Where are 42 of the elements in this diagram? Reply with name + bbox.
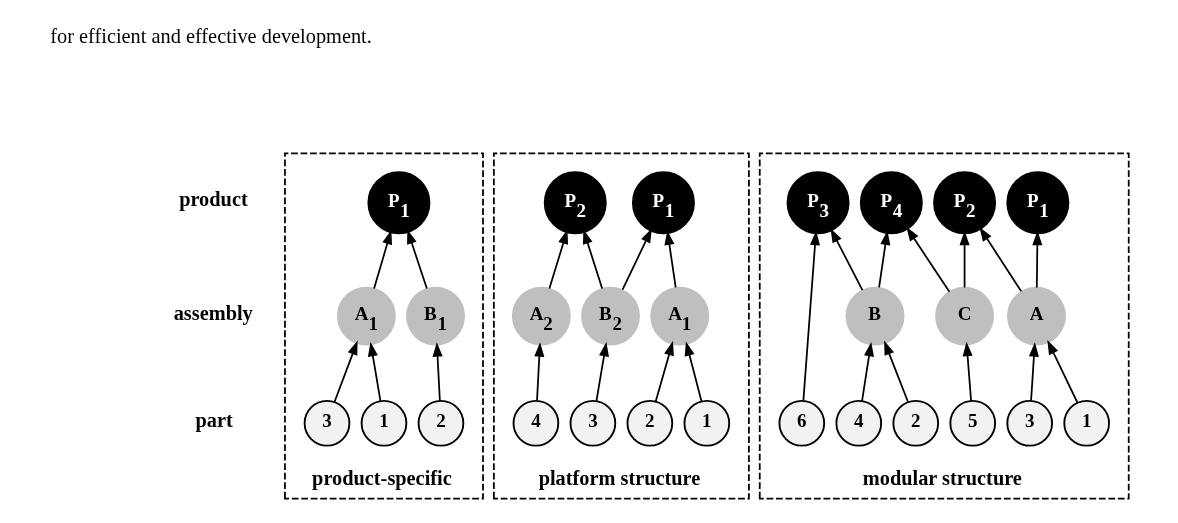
arrow — [367, 341, 381, 402]
node-circle: 3 — [303, 399, 350, 447]
label: assembly — [173, 301, 253, 324]
arrow — [962, 341, 973, 402]
node-circle: A — [1006, 286, 1066, 346]
node-circle: C — [934, 286, 994, 346]
arrow — [663, 230, 677, 289]
label: product — [178, 188, 248, 211]
node-circle: 4 — [834, 399, 882, 447]
node-circle: 2 — [891, 399, 939, 447]
node-circle: 2 — [417, 399, 464, 447]
node-circle: B — [845, 286, 904, 346]
arrow — [905, 226, 950, 293]
arrow — [432, 342, 443, 402]
arrow — [883, 340, 909, 403]
arrow — [372, 229, 392, 290]
arrow — [582, 229, 603, 290]
arrow — [1028, 342, 1039, 402]
node-circle: 1 — [1062, 399, 1110, 447]
arrow — [654, 341, 674, 403]
arrow — [829, 228, 863, 292]
arrow — [877, 230, 890, 289]
node-circle: 2 — [626, 399, 673, 447]
node-circle: 6 — [777, 399, 825, 447]
arrow — [621, 228, 652, 291]
node-circle: 4 — [512, 399, 559, 447]
label: part — [194, 408, 233, 431]
arrow — [333, 340, 358, 403]
node-circle: 1 — [360, 399, 407, 447]
node-circle: 3 — [569, 399, 616, 447]
arrow — [684, 341, 702, 403]
node-circle: 5 — [948, 399, 996, 447]
arrow — [978, 226, 1022, 293]
arrow — [406, 229, 428, 290]
arrow — [533, 342, 544, 402]
arrow — [595, 341, 609, 402]
arrow — [860, 341, 874, 402]
arrow — [1046, 340, 1078, 404]
node-circle: 1 — [683, 399, 730, 447]
arrow — [548, 229, 568, 290]
node-circle: 3 — [1005, 399, 1053, 447]
label: for efficient and effective development. — [49, 24, 372, 47]
